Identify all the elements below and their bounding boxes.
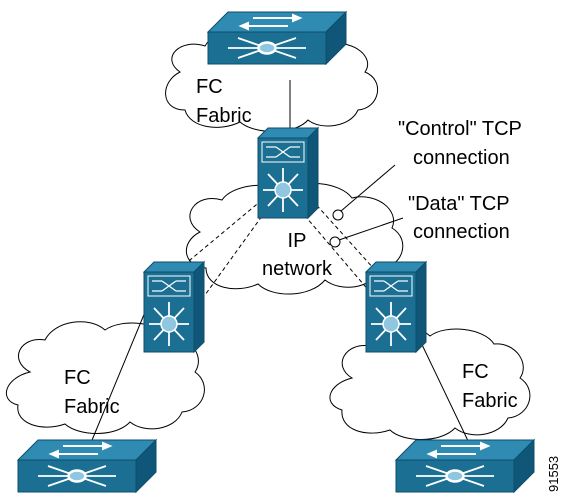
fabric-switch-icon <box>257 127 319 219</box>
link-right <box>414 329 471 446</box>
control-tcp-callout <box>340 164 396 212</box>
link-left <box>89 299 151 446</box>
fc-fabric-left-label-2: Fabric <box>64 396 120 418</box>
control-tcp-marker <box>332 209 344 221</box>
data-tcp-label-1: "Data" TCP <box>408 193 510 215</box>
tcp-link-left-b <box>204 204 271 296</box>
data-tcp-label-2: connection <box>413 221 510 243</box>
control-tcp-label-2: connection <box>413 147 510 169</box>
fabric-switch-icon <box>143 261 205 353</box>
cloud-ip-network <box>185 182 404 295</box>
control-tcp-label-1: "Control" TCP <box>398 118 522 140</box>
figure-id: 91553 <box>546 456 561 492</box>
fc-switch-icon <box>395 439 535 493</box>
cloud-right <box>329 327 531 440</box>
fc-fabric-right-label-2: Fabric <box>462 390 518 412</box>
tcp-link-left-a <box>177 199 263 271</box>
fc-fabric-left-label-1: FC <box>64 367 91 389</box>
tcp-link-right-a <box>311 199 376 271</box>
fc-fabric-right-label-1: FC <box>462 361 489 383</box>
data-tcp-marker <box>329 236 341 248</box>
fabric-switch-icon <box>365 261 427 353</box>
tcp-link-right-b <box>299 209 371 293</box>
fc-fabric-top-label-2: Fabric <box>196 105 252 127</box>
ip-network-label-2: network <box>262 258 333 280</box>
fc-switch-icon <box>17 439 157 493</box>
fc-fabric-top-label-1: FC <box>196 76 223 98</box>
data-tcp-callout <box>338 217 404 241</box>
fc-switch-icon <box>207 11 347 65</box>
ip-network-label-1: IP <box>288 230 307 252</box>
